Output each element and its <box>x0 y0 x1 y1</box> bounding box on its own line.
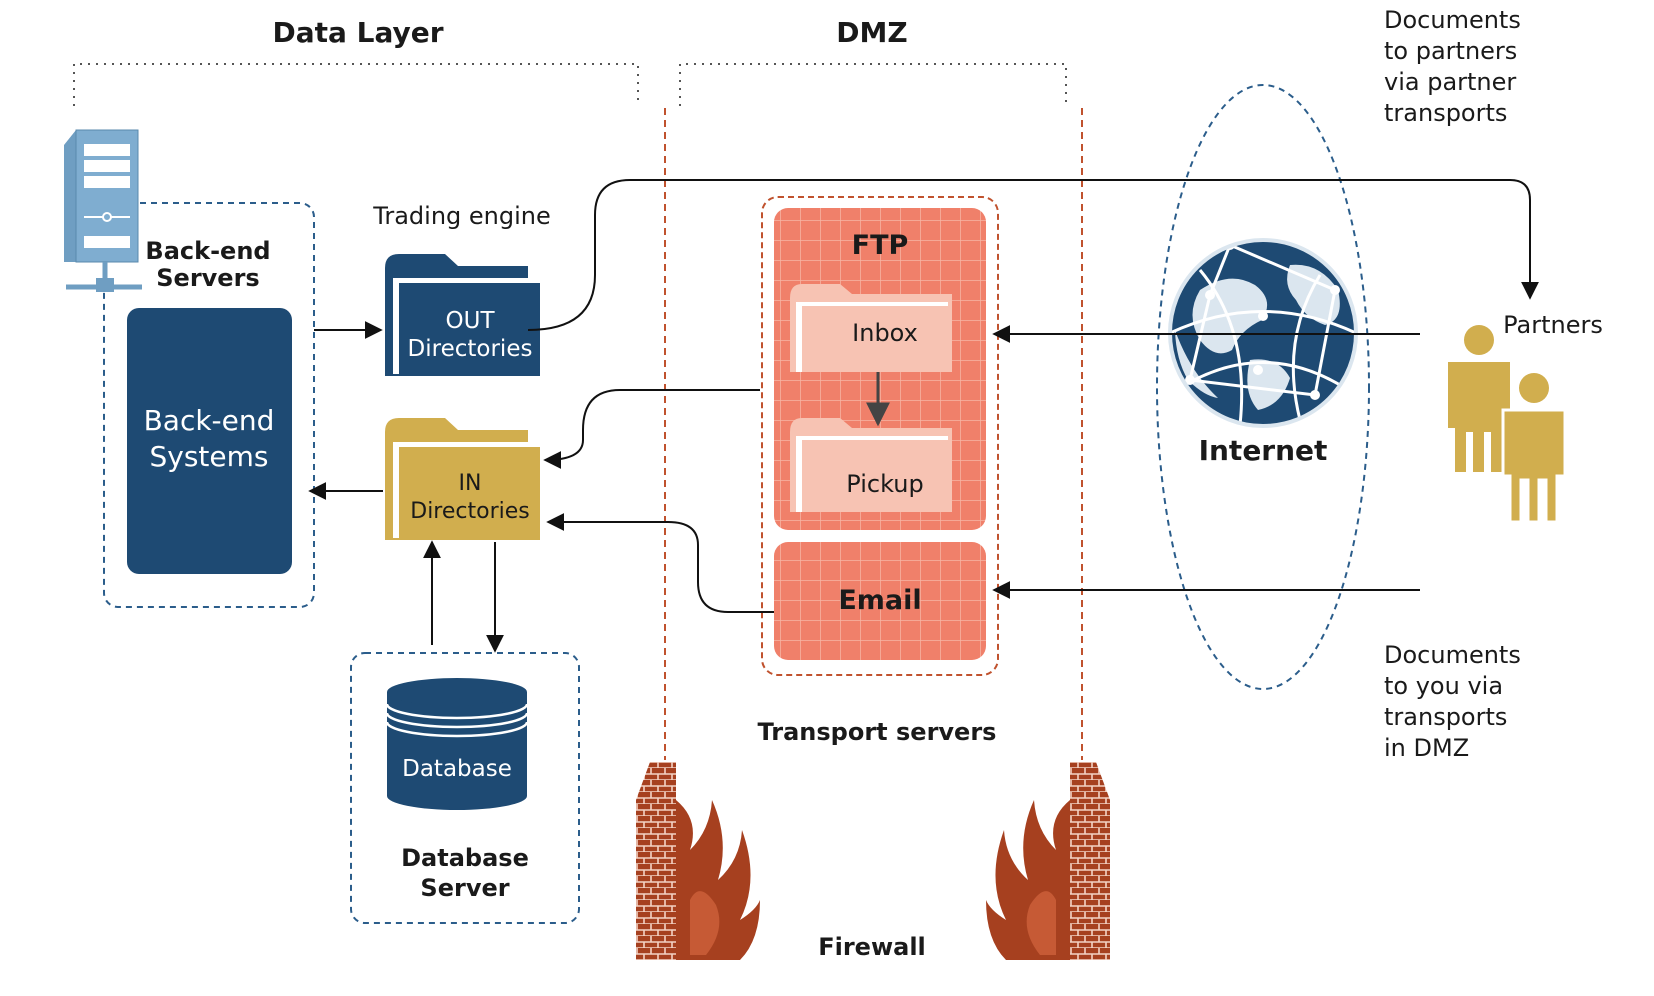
firewall-icon-left <box>636 762 760 960</box>
database-server-label-2: Server <box>420 874 509 902</box>
back-end-servers-label-2: Servers <box>156 264 259 292</box>
transport-servers-group <box>761 196 999 676</box>
database-server-label-1: Database <box>401 844 529 872</box>
database-server-group <box>350 652 580 924</box>
note-to-partners-line-3: via partner <box>1384 68 1516 96</box>
note-to-partners-line-2: to partners <box>1384 37 1517 65</box>
email-server-box <box>774 542 986 660</box>
email-label: Email <box>838 585 921 616</box>
out-directories-label-2: Directories <box>408 336 533 362</box>
note-to-partners: Documents to partners via partner transp… <box>1384 6 1521 127</box>
in-directories-label-2: Directories <box>410 499 530 524</box>
firewall-label: Firewall <box>818 933 926 961</box>
note-to-you: Documents to you via transports in DMZ <box>1384 641 1521 762</box>
note-to-you-line-2: to you via <box>1384 672 1503 700</box>
zone-title-data-layer: Data Layer <box>272 16 443 49</box>
firewall-icon-right <box>986 762 1110 960</box>
arrow-out-to-partners <box>527 179 1539 331</box>
back-end-group <box>103 202 315 608</box>
database-icon <box>385 678 529 810</box>
inbox-folder-icon <box>790 284 952 372</box>
zone-title-dmz: DMZ <box>836 16 907 49</box>
back-end-systems-label-2: Systems <box>150 440 269 473</box>
trading-engine-label: Trading engine <box>372 202 551 230</box>
dmz-bracket <box>679 63 1067 106</box>
out-directories-label-1: OUT <box>446 308 496 334</box>
database-label: Database <box>402 756 512 782</box>
note-to-you-line-3: transports <box>1384 703 1507 731</box>
back-end-systems-label-1: Back-end <box>144 404 275 437</box>
note-to-partners-line-4: transports <box>1384 99 1507 127</box>
partners-label: Partners <box>1503 311 1603 339</box>
inbox-label: Inbox <box>852 319 918 347</box>
transport-servers-label: Transport servers <box>758 718 997 746</box>
ftp-label: FTP <box>852 230 909 261</box>
server-icon <box>64 129 142 292</box>
arrow-email-to-in <box>546 513 774 613</box>
in-directories-label-1: IN <box>459 471 482 496</box>
out-directories-folder-icon <box>385 254 540 376</box>
note-to-you-line-1: Documents <box>1384 641 1521 669</box>
data-layer-bracket <box>73 63 639 106</box>
internet-label: Internet <box>1199 434 1328 467</box>
note-to-you-line-4: in DMZ <box>1384 734 1469 762</box>
back-end-systems-box <box>127 308 292 574</box>
arrow-ftp-to-in <box>543 389 760 469</box>
note-to-partners-line-1: Documents <box>1384 6 1521 34</box>
internet-boundary <box>1156 84 1370 690</box>
back-end-servers-label-1: Back-end <box>145 237 270 265</box>
pickup-label: Pickup <box>846 470 923 498</box>
in-directories-folder-icon <box>385 418 540 540</box>
pickup-folder-icon <box>790 418 952 512</box>
people-icon <box>1448 325 1567 524</box>
